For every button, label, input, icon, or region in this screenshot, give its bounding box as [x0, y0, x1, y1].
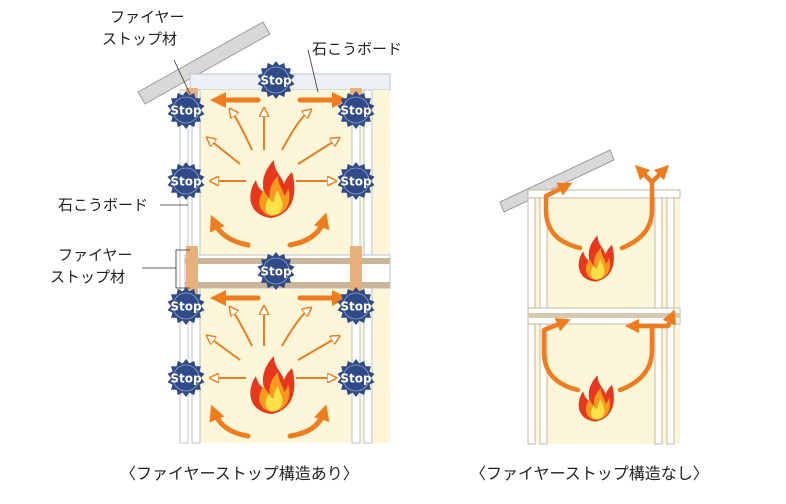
stop-badge-label: Stop	[170, 372, 202, 386]
stop-badge-label: Stop	[260, 74, 292, 88]
stop-badge-ring	[342, 364, 370, 392]
stop-badge: Stop	[337, 287, 375, 325]
stop-badge-ring	[172, 96, 200, 124]
stop-badge-label: Stop	[340, 300, 372, 314]
flame-icon	[250, 160, 295, 218]
fire-stop-block	[186, 246, 198, 290]
stop-badge-ring	[342, 167, 370, 195]
stop-badge-ring	[342, 96, 370, 124]
stop-badge: Stop	[337, 162, 375, 200]
stop-badge-ring	[262, 257, 290, 285]
caption-with-fire-stop: 〈ファイヤーストップ構造あり〉	[120, 464, 359, 483]
stop-badge-ring	[172, 364, 200, 392]
stop-badge-label: Stop	[170, 300, 202, 314]
stop-badge-label: Stop	[340, 372, 372, 386]
stop-badge-ring	[342, 292, 370, 320]
stop-badge-ring	[172, 292, 200, 320]
left-roof	[137, 21, 271, 105]
caption-without-fire-stop: 〈ファイヤーストップ構造なし〉	[470, 464, 709, 483]
right-floor-beam	[528, 313, 680, 318]
stop-badge-label: Stop	[340, 104, 372, 118]
stop-badge: Stop	[167, 162, 205, 200]
stop-badge: Stop	[337, 91, 375, 129]
right-ceiling	[527, 189, 681, 199]
leader-line	[173, 59, 191, 95]
heat-flow-arrows-upper	[209, 91, 349, 248]
stop-badge: Stop	[257, 252, 295, 290]
fire-spread-arrows	[541, 164, 677, 393]
stop-badge-label: Stop	[170, 104, 202, 118]
label-gypsum-board-top: 石こうボード	[312, 40, 403, 58]
label-fire-stop-mid-line2: ストップ材	[50, 268, 126, 286]
right-building	[499, 149, 681, 445]
stop-badge: Stop	[257, 61, 295, 99]
label-gypsum-board-left: 石こうボード	[58, 196, 149, 214]
thin-arrows-lower	[210, 310, 336, 378]
leader-line	[307, 49, 319, 93]
stop-badge-ring	[172, 167, 200, 195]
flame-icon	[578, 375, 614, 422]
fire-stop-block	[350, 246, 362, 290]
stop-badge: Stop	[167, 91, 205, 129]
stop-badge: Stop	[167, 287, 205, 325]
left-floor-beam-bottom	[185, 282, 390, 288]
stop-badge-label: Stop	[340, 175, 372, 189]
stop-badge: Stop	[167, 359, 205, 397]
label-fire-stop-mid-line1: ファイヤー	[58, 246, 133, 264]
flame-icon	[250, 356, 295, 414]
label-fire-stop-top-line1: ファイヤー	[110, 8, 185, 26]
label-fire-stop-top-line2: ストップ材	[102, 30, 178, 48]
stop-badge: Stop	[337, 359, 375, 397]
thin-arrows-upper	[210, 110, 336, 181]
flame-icon	[578, 235, 614, 282]
stop-badge-label: Stop	[260, 265, 292, 279]
stop-badge-ring	[262, 66, 290, 94]
stop-badge-label: Stop	[170, 175, 202, 189]
heat-flow-arrows-lower	[209, 289, 349, 439]
